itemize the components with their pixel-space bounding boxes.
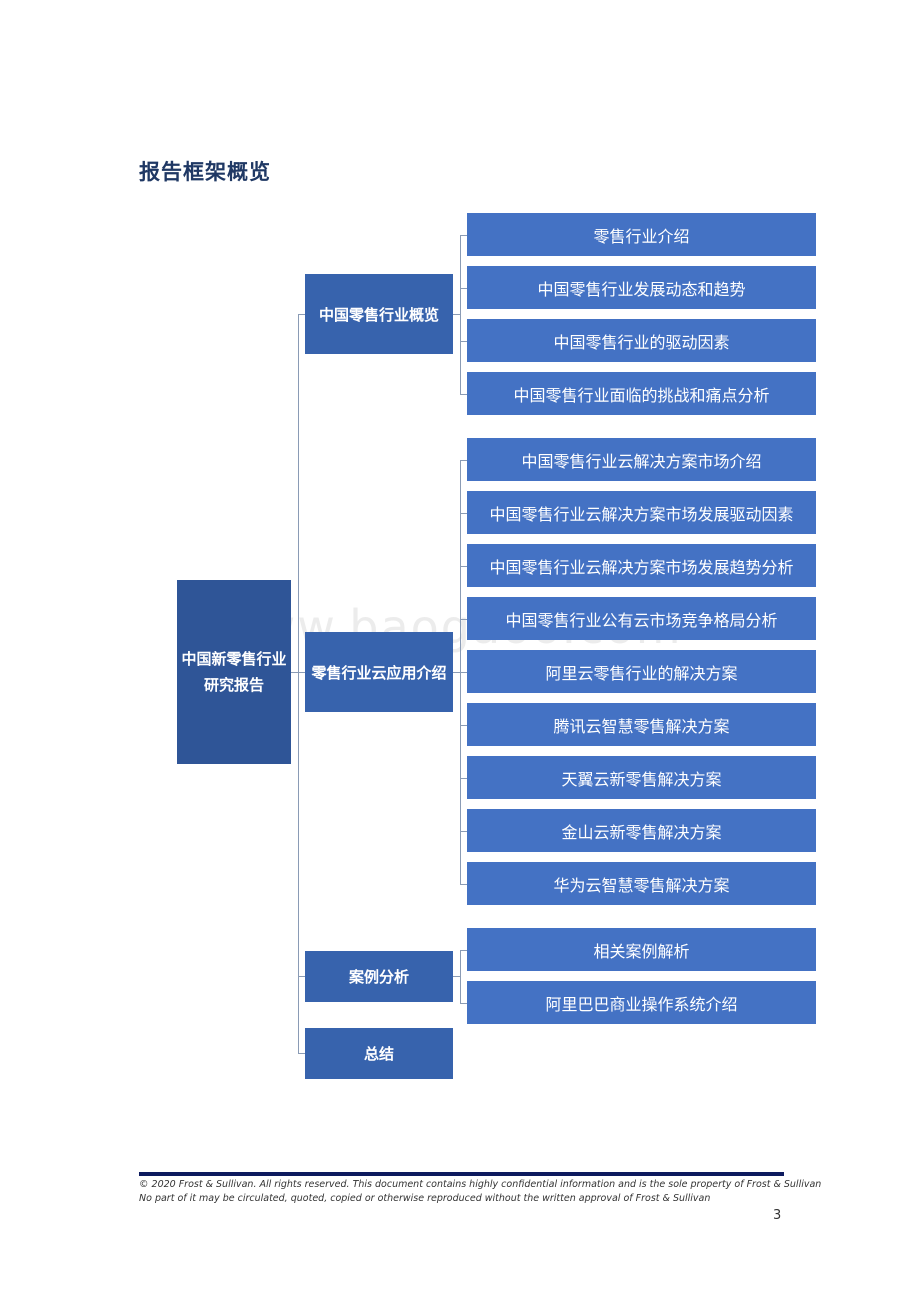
connector-trunk bbox=[298, 314, 299, 1054]
leaf-label: 中国零售行业发展动态和趋势 bbox=[537, 279, 746, 299]
disclaimer-line: No part of it may be circulated, quoted,… bbox=[139, 1193, 711, 1204]
connector-g2-tick bbox=[460, 619, 467, 620]
connector-g1-tick bbox=[460, 341, 467, 342]
copyright-line: © 2020 Frost & Sullivan. All rights rese… bbox=[139, 1179, 822, 1190]
leaf-item: 相关案例解析 bbox=[467, 928, 816, 971]
leaf-item: 零售行业介绍 bbox=[467, 213, 816, 256]
leaf-item: 中国零售行业发展动态和趋势 bbox=[467, 266, 816, 309]
category-label: 中国零售行业概览 bbox=[318, 305, 439, 324]
connector-g1-tick bbox=[460, 394, 467, 395]
leaf-label: 华为云智慧零售解决方案 bbox=[553, 875, 730, 895]
connector-root-out bbox=[291, 672, 298, 673]
connector-g2-tick bbox=[460, 725, 467, 726]
connector-g3-tick bbox=[460, 1003, 467, 1004]
connector-g3-tick bbox=[460, 950, 467, 951]
connector-g2-tick bbox=[460, 778, 467, 779]
leaf-label: 阿里巴巴商业操作系统介绍 bbox=[545, 994, 738, 1014]
category-label: 总结 bbox=[363, 1045, 394, 1063]
connector-g3-out bbox=[453, 976, 460, 977]
connector-g2-out bbox=[453, 672, 460, 673]
connector-cat-4 bbox=[298, 1053, 305, 1054]
leaf-label: 中国零售行业云解决方案市场介绍 bbox=[521, 451, 762, 471]
connector-cat-3 bbox=[298, 976, 305, 977]
leaf-label: 中国零售行业公有云市场竞争格局分析 bbox=[505, 610, 778, 630]
connector-cat-2 bbox=[298, 672, 305, 673]
leaf-label: 中国零售行业面临的挑战和痛点分析 bbox=[513, 385, 770, 405]
connector-g2-tick bbox=[460, 566, 467, 567]
leaf-item: 中国零售行业云解决方案市场发展趋势分析 bbox=[467, 544, 816, 587]
category-overview: 中国零售行业概览 bbox=[305, 274, 453, 354]
leaf-item: 阿里巴巴商业操作系统介绍 bbox=[467, 981, 816, 1024]
connector-g2-tick bbox=[460, 460, 467, 461]
leaf-item: 天翼云新零售解决方案 bbox=[467, 756, 816, 799]
leaf-item: 腾讯云智慧零售解决方案 bbox=[467, 703, 816, 746]
connector-g1-tick bbox=[460, 288, 467, 289]
page-number: 3 bbox=[773, 1208, 782, 1223]
leaf-label: 金山云新零售解决方案 bbox=[561, 822, 722, 842]
category-summary: 总结 bbox=[305, 1028, 453, 1079]
category-case-analysis: 案例分析 bbox=[305, 951, 453, 1002]
connector-g2-tick bbox=[460, 513, 467, 514]
leaf-item: 中国零售行业云解决方案市场介绍 bbox=[467, 438, 816, 481]
leaf-label: 中国零售行业云解决方案市场发展驱动因素 bbox=[489, 504, 794, 524]
leaf-item: 中国零售行业的驱动因素 bbox=[467, 319, 816, 362]
footer-rule bbox=[139, 1172, 784, 1176]
root-label: 中国新零售行业研究报告 bbox=[181, 650, 287, 694]
connector-cat-1 bbox=[298, 314, 305, 315]
page-title: 报告框架概览 bbox=[139, 160, 271, 184]
leaf-item: 金山云新零售解决方案 bbox=[467, 809, 816, 852]
leaf-label: 零售行业介绍 bbox=[593, 226, 690, 246]
leaf-label: 相关案例解析 bbox=[593, 941, 690, 961]
category-label: 零售行业云应用介绍 bbox=[311, 663, 447, 682]
leaf-label: 阿里云零售行业的解决方案 bbox=[545, 663, 738, 683]
connector-g1-bar bbox=[460, 235, 461, 394]
leaf-item: 中国零售行业公有云市场竞争格局分析 bbox=[467, 597, 816, 640]
leaf-item: 中国零售行业面临的挑战和痛点分析 bbox=[467, 372, 816, 415]
category-label: 案例分析 bbox=[348, 968, 409, 986]
leaf-item: 阿里云零售行业的解决方案 bbox=[467, 650, 816, 693]
leaf-label: 中国零售行业的驱动因素 bbox=[553, 332, 730, 352]
connector-g3-bar bbox=[460, 950, 461, 1003]
leaf-label: 腾讯云智慧零售解决方案 bbox=[553, 716, 730, 736]
connector-g2-tick bbox=[460, 831, 467, 832]
connector-g2-tick bbox=[460, 884, 467, 885]
connector-g2-tick bbox=[460, 672, 467, 673]
category-cloud-applications: 零售行业云应用介绍 bbox=[305, 632, 453, 712]
leaf-item: 华为云智慧零售解决方案 bbox=[467, 862, 816, 905]
leaf-label: 中国零售行业云解决方案市场发展趋势分析 bbox=[489, 557, 794, 577]
root-node: 中国新零售行业研究报告 bbox=[177, 580, 291, 764]
leaf-label: 天翼云新零售解决方案 bbox=[561, 769, 722, 789]
connector-g1-tick bbox=[460, 235, 467, 236]
connector-g1-out bbox=[453, 314, 460, 315]
leaf-item: 中国零售行业云解决方案市场发展驱动因素 bbox=[467, 491, 816, 534]
